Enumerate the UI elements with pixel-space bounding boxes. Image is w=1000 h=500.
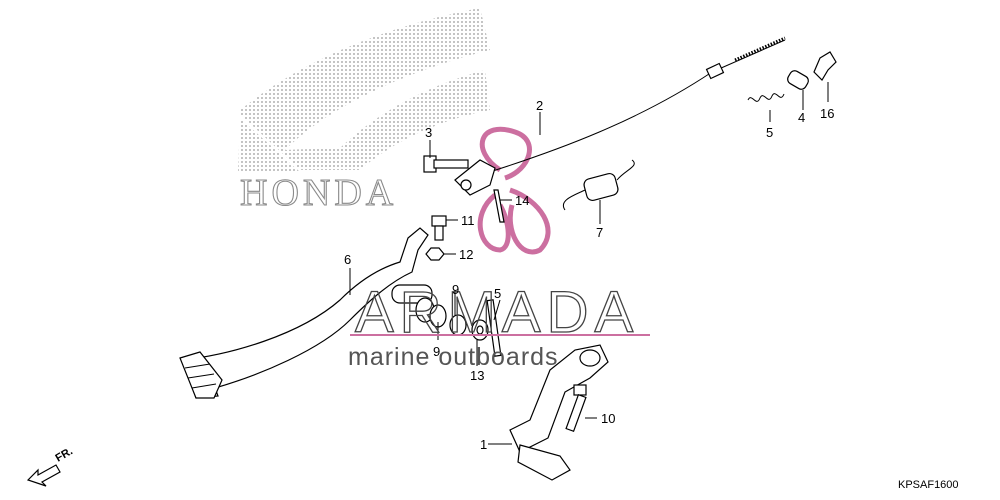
small-bolt-part	[431, 215, 447, 241]
wing-nut-part	[813, 51, 837, 81]
cable-joint-part	[787, 70, 809, 90]
diagram-code: KPSAF1600	[898, 479, 959, 491]
callout-9-lower: 9	[433, 344, 440, 359]
armada-watermark: ARMADA marine outboards	[348, 279, 650, 371]
leader-lines	[349, 82, 829, 445]
callout-4: 4	[798, 110, 805, 125]
bolt-part	[423, 155, 469, 173]
callout-10: 10	[601, 411, 615, 426]
callout-2: 2	[536, 98, 543, 113]
cable-bracket-part	[454, 159, 496, 196]
callout-16: 16	[820, 106, 834, 121]
pedal-bolt-part	[565, 384, 587, 433]
pin-part	[486, 299, 502, 357]
callout-7: 7	[596, 225, 603, 240]
nut-part	[425, 247, 445, 261]
cotter-pin-part	[493, 189, 505, 223]
front-direction-label: FR.	[54, 445, 75, 464]
front-direction-arrow: FR.	[26, 445, 75, 487]
callout-1: 1	[480, 437, 487, 452]
honda-logo-text: HONDA	[240, 172, 397, 214]
callout-3: 3	[425, 125, 432, 140]
callouts: 1 2 3 4 5 5 6 7 9 9 10 11 12 13 14 16	[344, 98, 834, 452]
armada-tagline: marine outboards	[348, 343, 559, 371]
armada-propeller-icon	[477, 126, 551, 255]
callout-11: 11	[461, 213, 475, 228]
callout-14: 14	[515, 193, 529, 208]
gearshift-pedal-part	[509, 344, 609, 481]
return-spring-part	[562, 159, 635, 211]
callout-5-pin: 5	[494, 286, 501, 301]
callout-6: 6	[344, 252, 351, 267]
dust-seal-part	[415, 297, 447, 328]
spring-part	[747, 93, 785, 102]
callout-13: 13	[470, 368, 484, 383]
callout-9: 9	[452, 282, 459, 297]
callout-5: 5	[766, 125, 773, 140]
honda-wing-watermark: HONDA	[238, 8, 490, 215]
callout-12: 12	[459, 247, 473, 262]
cable-part	[479, 36, 786, 176]
